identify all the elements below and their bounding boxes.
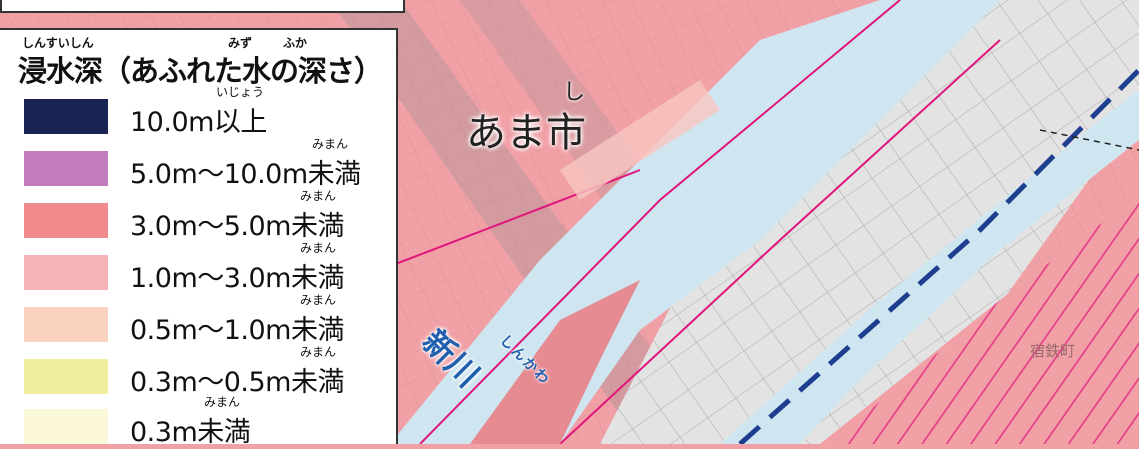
flood-island	[470, 280, 640, 444]
legend-item: 0.5m～1.0m未満 みまん	[24, 293, 384, 346]
industrial-land	[600, 0, 1139, 444]
legend-swatch	[24, 409, 108, 444]
legend-swatch	[24, 151, 108, 186]
legend-ruby: みまん	[204, 395, 241, 409]
legend-label: 0.5m～1.0m未満	[130, 315, 344, 346]
legend-title-ruby: みず	[228, 36, 253, 50]
shinkawa-river	[390, 0, 1000, 444]
legend-ruby: みまん	[300, 241, 337, 255]
legend-label: 5.0m～10.0m未満	[130, 159, 361, 190]
legend-item: 10.0m以上 いじょう	[24, 85, 384, 138]
legend-ruby: いじょう	[216, 85, 265, 99]
legend-swatch	[24, 203, 108, 238]
legend-title: 浸水深（あふれた水の深さ）	[18, 54, 383, 88]
legend-label: 1.0m～3.0m未満	[130, 263, 344, 294]
legend-swatch	[24, 307, 108, 342]
legend-item: 0.3m～0.5m未満 みまん	[24, 345, 384, 398]
legend-ruby: みまん	[300, 189, 337, 203]
legend-item: 1.0m～3.0m未満 みまん	[24, 241, 384, 294]
legend-item: 5.0m～10.0m未満 みまん	[24, 137, 384, 190]
legend-label: 0.3m～0.5m未満	[130, 367, 344, 398]
legend-panel: しんすいしん みず ふか 浸水深（あふれた水の深さ） 10.0m以上 いじょう …	[0, 28, 398, 448]
legend-item: 0.3m未満 みまん	[24, 395, 384, 448]
top-caption-box	[0, 0, 405, 13]
legend-ruby: みまん	[312, 137, 349, 151]
legend-label: 10.0m以上	[130, 107, 267, 138]
city-label: あま市	[466, 110, 586, 156]
river-channel-east	[720, 90, 1139, 444]
legend-label: 3.0m～5.0m未満	[130, 211, 344, 242]
legend-ruby: みまん	[300, 293, 337, 307]
city-label-ruby: し	[563, 80, 586, 105]
city-boundary	[738, 68, 1139, 444]
town-label: 宿鉄町	[1030, 342, 1076, 360]
legend-title-ruby: しんすいしん	[22, 36, 94, 50]
legend-swatch	[24, 99, 108, 134]
legend-label: 0.3m未満	[130, 417, 251, 448]
legend-ruby: みまん	[300, 345, 337, 359]
legend-item: 3.0m～5.0m未満 みまん	[24, 189, 384, 242]
legend-swatch	[24, 255, 108, 290]
legend-title-ruby: ふか	[283, 36, 308, 50]
legend-swatch	[24, 359, 108, 394]
